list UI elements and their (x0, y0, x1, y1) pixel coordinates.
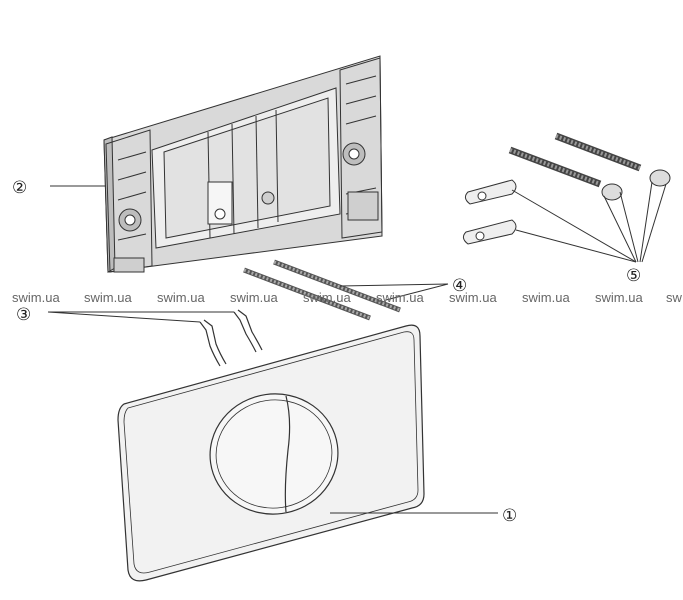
mounting-frame (103, 55, 383, 273)
callout-5: ⑤ (626, 266, 641, 286)
watermark-2: swim.ua (84, 290, 132, 305)
leader-line-3a (47, 311, 201, 323)
watermark-6: swim.ua (376, 290, 424, 305)
flush-plate (117, 324, 425, 582)
callout-4: ④ (452, 276, 467, 296)
watermark-row: swim.ua swim.ua swim.ua swim.ua swim.ua … (12, 290, 683, 305)
watermark-7: swim.ua (449, 290, 497, 305)
spring-clips (199, 309, 263, 367)
watermark-1: swim.ua (12, 290, 60, 305)
watermark-5: swim.ua (303, 290, 351, 305)
callout-2: ② (12, 178, 27, 198)
watermark-3: swim.ua (157, 290, 205, 305)
callout-3: ③ (16, 305, 31, 325)
fixing-screws (462, 132, 671, 263)
watermark-9: swim.ua (595, 290, 643, 305)
watermark-8: swim.ua (522, 290, 570, 305)
leader-line-4b (339, 283, 449, 287)
leader-line-4a (385, 283, 449, 301)
watermark-4: swim.ua (230, 290, 278, 305)
callout-1: ① (502, 506, 517, 526)
actuator-rods (243, 259, 401, 321)
watermark-partial: sw (666, 290, 683, 305)
